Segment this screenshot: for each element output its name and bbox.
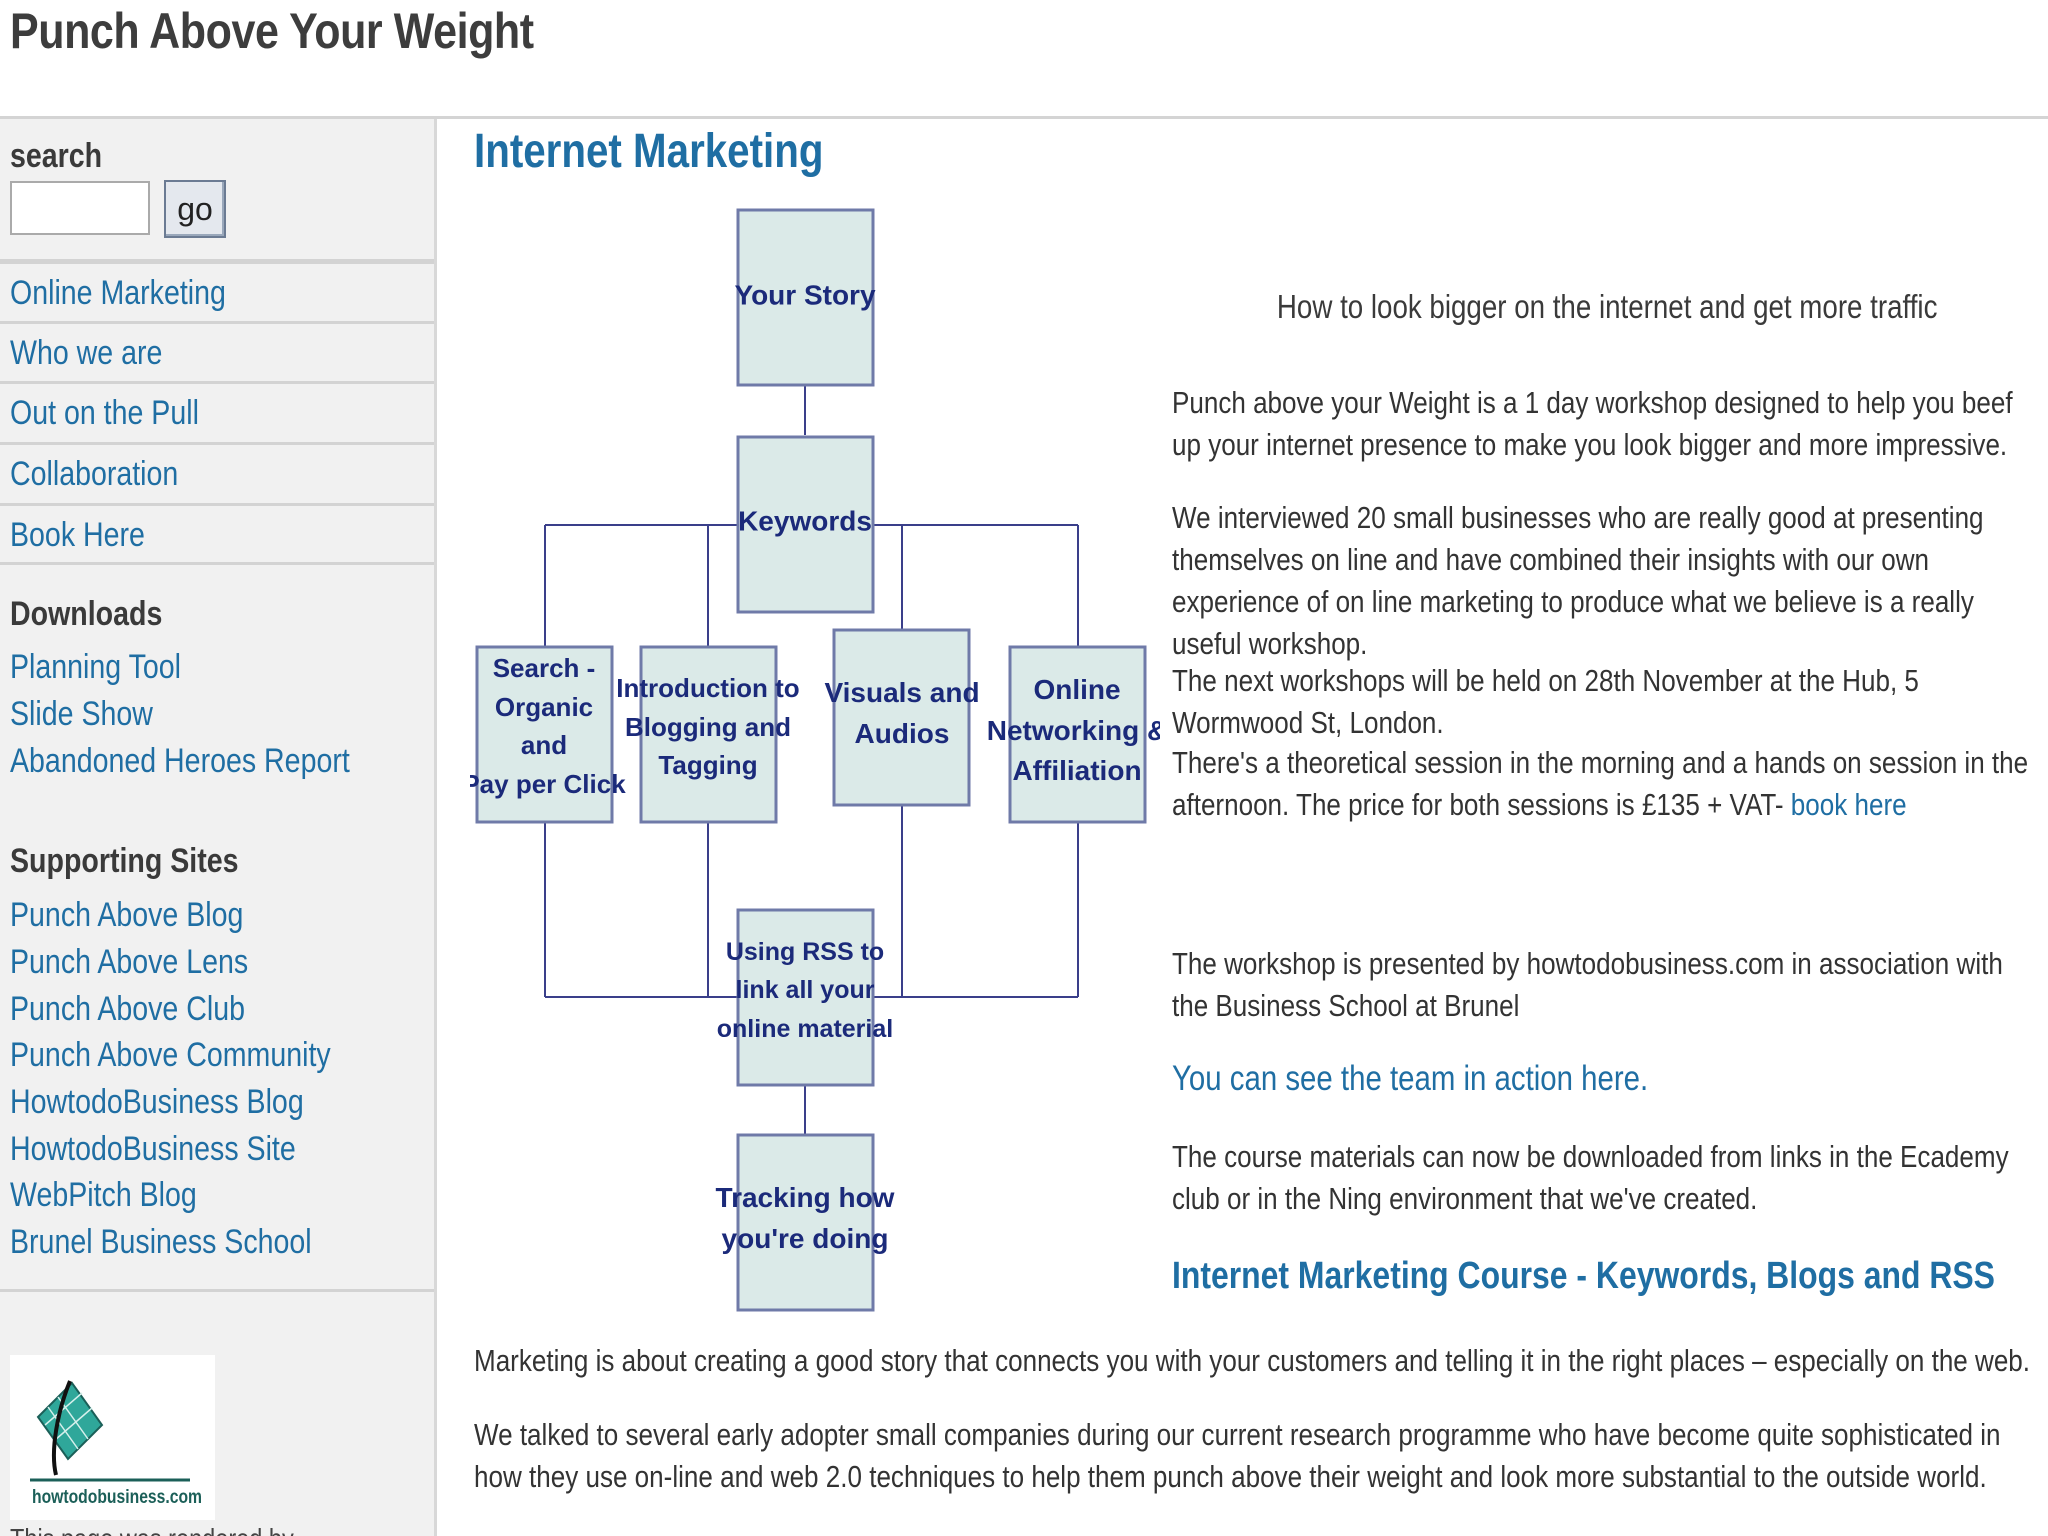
box-keywords: Keywords — [736, 435, 875, 614]
nav-divider — [0, 503, 434, 506]
box-your-story-label: Your Story — [734, 279, 875, 310]
download-slide-show[interactable]: Slide Show — [10, 695, 153, 733]
story-paragraph: Marketing is about creating a good story… — [474, 1343, 2031, 1378]
box-networking-label-3: Affiliation — [1012, 755, 1141, 786]
nav-online-marketing[interactable]: Online Marketing — [10, 274, 226, 312]
box-networking-label-2: Networking & — [987, 715, 1160, 746]
interview-paragraph: We interviewed 20 small businesses who a… — [1172, 500, 1984, 661]
site-howtodobusiness-blog[interactable]: HowtodoBusiness Blog — [10, 1083, 304, 1121]
nav-collaboration[interactable]: Collaboration — [10, 455, 179, 493]
box-visuals: Visuals and Audios — [824, 628, 980, 807]
box-search-label-3: and — [521, 730, 567, 760]
box-rss: Using RSS to link all your online materi… — [717, 908, 893, 1087]
nav-book-here[interactable]: Book Here — [10, 516, 145, 554]
course-video-link[interactable]: Internet Marketing Course - Keywords, Bl… — [1172, 1255, 1995, 1297]
go-button[interactable]: go — [164, 180, 226, 238]
site-punch-above-club[interactable]: Punch Above Club — [10, 990, 246, 1028]
site-brunel-business-school[interactable]: Brunel Business School — [10, 1223, 312, 1261]
howtodobusiness-logo[interactable]: howtodobusiness.com — [10, 1355, 215, 1520]
box-your-story: Your Story — [734, 208, 876, 387]
sidebar-footer-text: This page was rendered by — [10, 1523, 348, 1536]
nav-divider — [0, 321, 434, 324]
nav-divider — [0, 562, 434, 565]
sidebar-divider — [0, 1289, 434, 1292]
site-punch-above-lens[interactable]: Punch Above Lens — [10, 943, 249, 981]
logo-cube-icon — [36, 1381, 104, 1461]
nav-divider — [0, 259, 434, 264]
box-search: Search - Organic and Pay per Click — [470, 645, 626, 824]
search-label: search — [10, 137, 103, 175]
box-blogging-label-3: Tagging — [658, 750, 757, 780]
box-tracking-label-1: Tracking how — [716, 1182, 895, 1213]
box-rss-label-1: Using RSS to — [726, 938, 884, 966]
box-networking: Online Networking & Affiliation — [987, 645, 1160, 824]
team-in-action-link[interactable]: You can see the team in action here. — [1172, 1059, 1649, 1098]
logo-graphic: howtodobusiness.com — [30, 1380, 202, 1508]
header-divider — [0, 116, 2048, 119]
pricing-paragraph: There's a theoretical session in the mor… — [1172, 745, 2029, 822]
download-abandoned-heroes-report[interactable]: Abandoned Heroes Report — [10, 742, 350, 780]
box-rss-label-2: link all your — [736, 976, 875, 1004]
sidebar: search go Online Marketing Who we are Ou… — [0, 119, 437, 1536]
site-punch-above-community[interactable]: Punch Above Community — [10, 1036, 331, 1074]
download-planning-tool[interactable]: Planning Tool — [10, 648, 181, 686]
logo-pen-icon — [52, 1380, 72, 1476]
box-blogging-label-2: Blogging and — [625, 712, 791, 742]
supporting-sites-heading: Supporting Sites — [10, 842, 239, 880]
site-webpitch-blog[interactable]: WebPitch Blog — [10, 1176, 197, 1214]
nav-out-on-the-pull[interactable]: Out on the Pull — [10, 394, 199, 432]
logo-text: howtodobusiness.com — [32, 1487, 202, 1508]
box-keywords-label: Keywords — [738, 505, 872, 536]
box-visuals-label-2: Audios — [855, 718, 950, 749]
box-tracking: Tracking how you're doing — [716, 1133, 895, 1312]
box-blogging: Introduction to Blogging and Tagging — [616, 645, 800, 824]
box-search-label-1: Search - — [493, 653, 596, 683]
research-paragraph: We talked to several early adopter small… — [474, 1417, 2001, 1494]
box-search-label-4: Pay per Click — [470, 769, 626, 799]
box-tracking-label-2: you're doing — [722, 1223, 889, 1254]
marketing-flow-diagram: Your Story Keywords Search - Organic and… — [470, 208, 1160, 1312]
search-input[interactable] — [10, 181, 150, 235]
nav-divider — [0, 381, 434, 384]
dates-paragraph: The next workshops will be held on 28th … — [1172, 663, 1919, 740]
book-here-link[interactable]: book here — [1790, 787, 1907, 822]
intro-paragraph: Punch above your Weight is a 1 day works… — [1172, 385, 2013, 462]
site-howtodobusiness-site[interactable]: HowtodoBusiness Site — [10, 1130, 296, 1168]
box-visuals-label-1: Visuals and — [824, 677, 979, 708]
box-networking-label-1: Online — [1033, 674, 1120, 705]
site-punch-above-blog[interactable]: Punch Above Blog — [10, 896, 244, 934]
nav-divider — [0, 442, 434, 445]
presenter-paragraph: The workshop is presented by howtodobusi… — [1172, 946, 2003, 1023]
materials-paragraph: The course materials can now be download… — [1172, 1139, 2009, 1216]
diagram-connectors — [544, 385, 1079, 1135]
box-search-label-2: Organic — [495, 692, 593, 722]
nav-who-we-are[interactable]: Who we are — [10, 334, 163, 372]
site-title: Punch Above Your Weight — [10, 3, 534, 59]
box-blogging-label-1: Introduction to — [616, 673, 799, 703]
page-subtitle: How to look bigger on the internet and g… — [1276, 288, 1938, 325]
downloads-heading: Downloads — [10, 595, 163, 633]
box-rss-label-3: online material — [717, 1015, 893, 1043]
page-title: Internet Marketing — [474, 125, 824, 178]
